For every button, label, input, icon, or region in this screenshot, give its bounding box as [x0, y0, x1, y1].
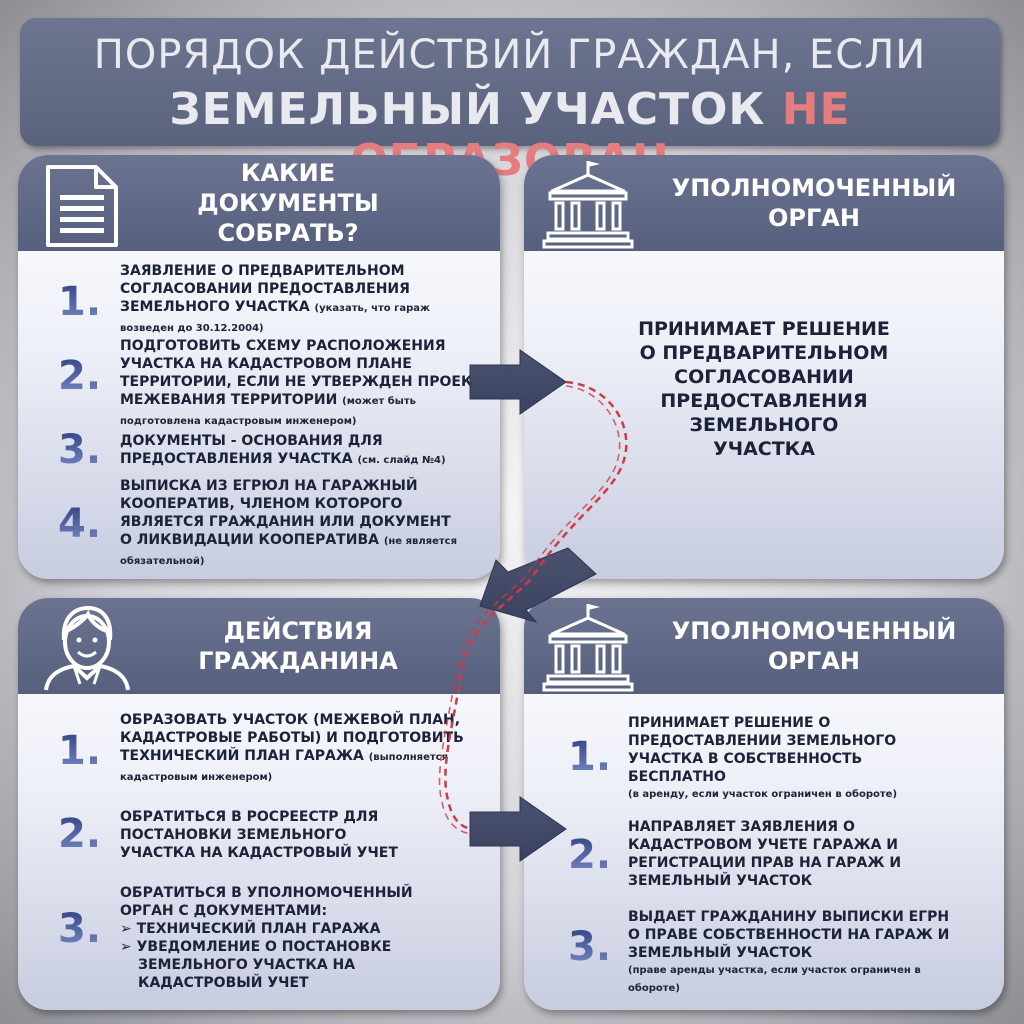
- list-item-text: ДОКУМЕНТЫ - ОСНОВАНИЯ ДЛЯ ПРЕДОСТАВЛЕНИЯ…: [120, 433, 383, 467]
- list-item-text: ПРИНИМАЕТ РЕШЕНИЕ О ПРЕДОСТАВЛЕНИИ ЗЕМЕЛ…: [628, 715, 897, 785]
- list-item-note: (не является обязательной): [120, 536, 457, 567]
- list-item-note: (праве аренды участка, если участок огра…: [628, 965, 921, 994]
- list-item-note: (указать, что гараж возведен до 30.12.20…: [120, 303, 430, 334]
- document-icon: [46, 165, 118, 247]
- list-item-number: 4.: [58, 501, 102, 547]
- list-item: ПОДГОТОВИТЬ СХЕМУ РАСПОЛОЖЕНИЯ УЧАСТКА Н…: [120, 337, 490, 431]
- list-item-number: 3.: [58, 427, 102, 473]
- bullet-text: ТЕХНИЧЕСКИЙ ПЛАН ГАРАЖА: [136, 921, 381, 937]
- person-icon: [44, 605, 130, 691]
- authority-decision-panel: УПОЛНОМОЧЕННЫЙ ОРГАН ПРИНИМАЕТ РЕШЕНИЕ О…: [524, 155, 1004, 579]
- list-item-bullet: ➢ ТЕХНИЧЕСКИЙ ПЛАН ГАРАЖА: [120, 921, 381, 937]
- list-item-number: 2.: [58, 811, 102, 857]
- decision-line: ПРИНИМАЕТ РЕШЕНИЕ: [638, 318, 890, 340]
- list-item-text: ОБРАТИТЬСЯ В РОСРЕЕСТР ДЛЯ ПОСТАНОВКИ ЗЕ…: [120, 809, 398, 861]
- list-item-text: ОБРАТИТЬСЯ В УПОЛНОМОЧЕННЫЙ ОРГАН С ДОКУ…: [120, 885, 413, 919]
- title-line-1: ПОРЯДОК ДЕЙСТВИЙ ГРАЖДАН, ЕСЛИ: [93, 32, 927, 78]
- authority-decision-panel-header: [524, 155, 1004, 251]
- authority-ownership-panel-header: [524, 598, 1004, 694]
- authority-heading-line: ОРГАН: [768, 204, 860, 232]
- citizen-actions-panel-header: [18, 598, 500, 694]
- list-item-bullet: ➢ УВЕДОМЛЕНИЕ О ПОСТАНОВКЕ ЗЕМЕЛЬНОГО УЧ…: [120, 939, 392, 991]
- list-item-text: ОБРАЗОВАТЬ УЧАСТОК (МЕЖЕВОЙ ПЛАН, КАДАСТ…: [120, 712, 464, 764]
- list-item: ВЫПИСКА ИЗ ЕГРЮЛ НА ГАРАЖНЫЙ КООПЕРАТИВ,…: [120, 477, 465, 571]
- citizen-heading-line: ГРАЖДАНИНА: [198, 647, 398, 675]
- right-arrow: [469, 349, 567, 415]
- authority-ownership-panel: УПОЛНОМОЧЕННЫЙ ОРГАН ПРИНИМАЕТ РЕШЕНИЕ О…: [524, 598, 1004, 1010]
- dashed-connector: [444, 380, 628, 831]
- down-left-arrow: [479, 547, 597, 623]
- list-item-note: (в аренду, если участок ограничен в обор…: [628, 789, 898, 800]
- list-item-note: (может быть подготовлена кадастровым инж…: [120, 396, 416, 427]
- list-item-number: 1.: [568, 734, 612, 780]
- authority-decision-text: ПРИНИМАЕТ РЕШЕНИЕ О ПРЕДВАРИТЕЛЬНОМ СОГЛ…: [564, 317, 964, 461]
- list-item-text: ВЫДАЕТ ГРАЖДАНИНУ ВЫПИСКИ ЕГРН О ПРАВЕ С…: [628, 909, 950, 961]
- list-item-note: (выполняется кадастровым инженером): [120, 752, 449, 783]
- authority-heading-line: ОРГАН: [768, 647, 860, 675]
- bullet-text: УВЕДОМЛЕНИЕ О ПОСТАНОВКЕ ЗЕМЕЛЬНОГО УЧАС…: [136, 939, 392, 991]
- list-item-number: 1.: [58, 279, 102, 325]
- list-item-text: НАПРАВЛЯЕТ ЗАЯВЛЕНИЯ О КАДАСТРОВОМ УЧЕТЕ…: [628, 819, 902, 889]
- documents-heading: КАКИЕ ДОКУМЕНТЫ СОБРАТЬ?: [168, 158, 408, 248]
- list-item-number: 2.: [568, 832, 612, 878]
- title-line-2-main: ЗЕМЕЛЬНЫЙ УЧАСТОК: [169, 84, 782, 135]
- list-item-number: 1.: [58, 728, 102, 774]
- authority-ownership-heading: УПОЛНОМОЧЕННЫЙ ОРГАН: [629, 616, 999, 676]
- documents-panel: КАКИЕ ДОКУМЕНТЫ СОБРАТЬ? ЗАЯВЛЕНИЕ О ПРЕ…: [18, 155, 500, 579]
- government-building-icon: [542, 161, 634, 249]
- list-item: НАПРАВЛЯЕТ ЗАЯВЛЕНИЯ О КАДАСТРОВОМ УЧЕТЕ…: [628, 818, 918, 890]
- list-item: ОБРАТИТЬСЯ В УПОЛНОМОЧЕННЫЙ ОРГАН С ДОКУ…: [120, 884, 460, 992]
- authority-heading-line: УПОЛНОМОЧЕННЫЙ: [671, 174, 957, 202]
- list-item-number: 3.: [58, 906, 102, 952]
- documents-heading-line: КАКИЕ: [240, 159, 336, 187]
- decision-line: УЧАСТКА: [713, 438, 815, 460]
- documents-heading-line: ДОКУМЕНТЫ: [197, 189, 379, 217]
- authority-heading-line: УПОЛНОМОЧЕННЫЙ: [671, 617, 957, 645]
- list-item: ПРИНИМАЕТ РЕШЕНИЕ О ПРЕДОСТАВЛЕНИИ ЗЕМЕЛ…: [628, 714, 958, 804]
- citizen-heading-line: ДЕЙСТВИЯ: [223, 617, 373, 645]
- documents-heading-line: СОБРАТЬ?: [217, 219, 359, 247]
- list-item-number: 3.: [568, 924, 612, 970]
- authority-decision-heading: УПОЛНОМОЧЕННЫЙ ОРГАН: [629, 173, 999, 233]
- right-arrow: [469, 796, 567, 862]
- list-item-text: ЗАЯВЛЕНИЕ О ПРЕДВАРИТЕЛЬНОМ СОГЛАСОВАНИИ…: [120, 263, 410, 315]
- decision-line: СОГЛАСОВАНИИ: [674, 366, 854, 388]
- dashed-connector: [438, 385, 621, 835]
- citizen-actions-panel: ДЕЙСТВИЯ ГРАЖДАНИНА ОБРАЗОВАТЬ УЧАСТОК (…: [18, 598, 500, 1010]
- documents-panel-header: [18, 155, 500, 251]
- decision-line: О ПРЕДВАРИТЕЛЬНОМ: [639, 342, 889, 364]
- decision-line: ПРЕДОСТАВЛЕНИЯ: [660, 390, 868, 412]
- list-item: ОБРАТИТЬСЯ В РОСРЕЕСТР ДЛЯ ПОСТАНОВКИ ЗЕ…: [120, 808, 420, 862]
- list-item: ВЫДАЕТ ГРАЖДАНИНУ ВЫПИСКИ ЕГРН О ПРАВЕ С…: [628, 908, 958, 998]
- list-item: ДОКУМЕНТЫ - ОСНОВАНИЯ ДЛЯ ПРЕДОСТАВЛЕНИЯ…: [120, 432, 480, 470]
- government-building-icon: [542, 604, 634, 692]
- list-item-note: (см. слайд №4): [357, 455, 446, 466]
- list-item: ОБРАЗОВАТЬ УЧАСТОК (МЕЖЕВОЙ ПЛАН, КАДАСТ…: [120, 711, 470, 787]
- citizen-heading: ДЕЙСТВИЯ ГРАЖДАНИНА: [148, 616, 448, 676]
- list-item-text: ВЫПИСКА ИЗ ЕГРЮЛ НА ГАРАЖНЫЙ КООПЕРАТИВ,…: [120, 478, 451, 548]
- list-item-text: ПОДГОТОВИТЬ СХЕМУ РАСПОЛОЖЕНИЯ УЧАСТКА Н…: [120, 338, 482, 408]
- list-item-number: 2.: [58, 353, 102, 399]
- list-item: ЗАЯВЛЕНИЕ О ПРЕДВАРИТЕЛЬНОМ СОГЛАСОВАНИИ…: [120, 262, 480, 338]
- decision-line: ЗЕМЕЛЬНОГО: [689, 414, 839, 436]
